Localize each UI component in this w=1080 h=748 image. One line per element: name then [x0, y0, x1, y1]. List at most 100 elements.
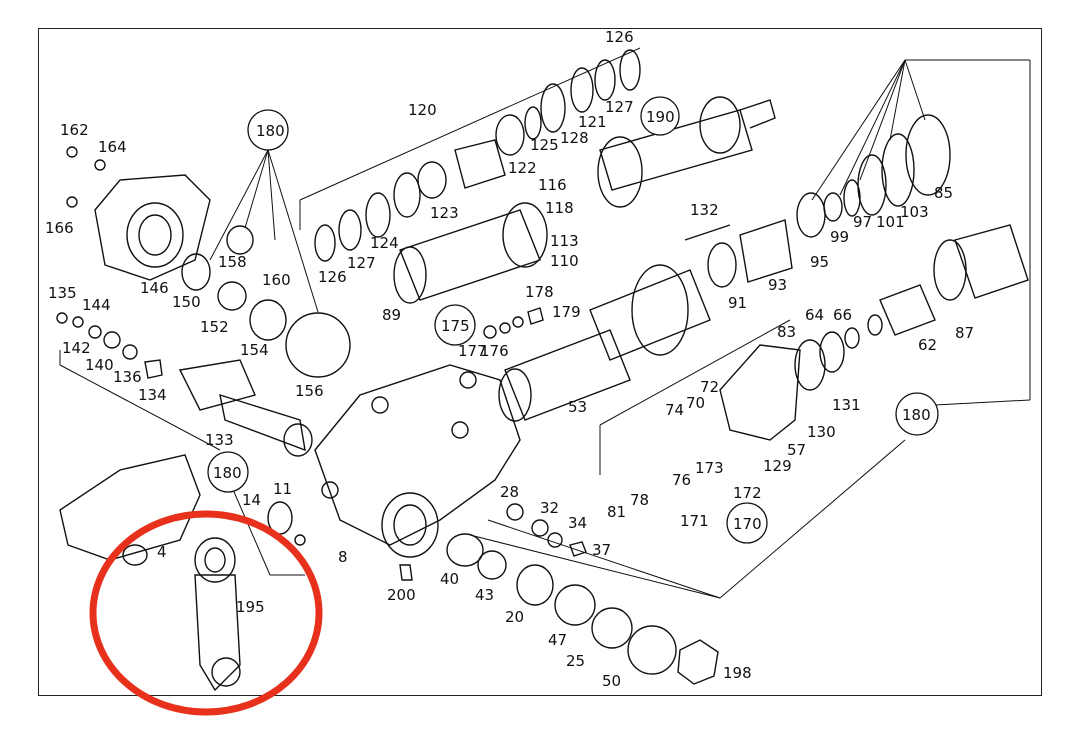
part-label: 28 [500, 483, 519, 501]
part-label: 146 [140, 279, 169, 297]
part-label: 126 [605, 28, 634, 46]
ring-set-right [684, 59, 1031, 400]
part-label: 135 [48, 284, 77, 302]
part-label: 132 [690, 201, 719, 219]
callout-180-right: 180 [895, 392, 939, 436]
part-label: 144 [82, 296, 111, 314]
part-label: 164 [98, 138, 127, 156]
part-label: 172 [733, 484, 762, 502]
part-label: 200 [387, 586, 416, 604]
part-label: 116 [538, 176, 567, 194]
part-label: 85 [934, 184, 953, 202]
sector-shaft-133 [56, 312, 313, 457]
part-label: 162 [60, 121, 89, 139]
pitman-arm-195 [194, 477, 306, 692]
part-label: 118 [545, 199, 574, 217]
cover-group-146 [66, 146, 351, 378]
part-label: 91 [728, 294, 747, 312]
part-label: 158 [218, 253, 247, 271]
part-label: 150 [172, 293, 201, 311]
part-label: 40 [440, 570, 459, 588]
part-label: 103 [900, 203, 929, 221]
part-label: 72 [700, 378, 719, 396]
part-label: 101 [876, 213, 905, 231]
part-label: 152 [200, 318, 229, 336]
part-label: 25 [566, 652, 585, 670]
part-label: 66 [833, 306, 852, 324]
part-label: 178 [525, 283, 554, 301]
part-label: 14 [242, 491, 261, 509]
piston-89 [393, 202, 548, 304]
part-label: 76 [672, 471, 691, 489]
svg-text:170: 170 [733, 515, 762, 533]
bearing-group-120 [299, 47, 641, 262]
part-label: 57 [787, 441, 806, 459]
part-label: 32 [540, 499, 559, 517]
part-labels: 126 120 127 121 128 125 122 116 118 113 … [45, 28, 974, 690]
part-label: 173 [695, 459, 724, 477]
part-label: 125 [530, 136, 559, 154]
part-label: 70 [686, 394, 705, 412]
part-label: 43 [475, 586, 494, 604]
part-label: 130 [807, 423, 836, 441]
pump-assembly [59, 454, 201, 566]
part-label: 93 [768, 276, 787, 294]
part-label: 120 [408, 101, 437, 119]
part-label: 176 [480, 342, 509, 360]
part-label: 95 [810, 253, 829, 271]
part-label: 53 [568, 398, 587, 416]
part-label: 179 [552, 303, 581, 321]
input-shaft-assembly [597, 96, 776, 208]
steering-gear-housing [314, 364, 521, 558]
part-label: 121 [578, 113, 607, 131]
highlight-circle [89, 510, 323, 716]
part-label: 195 [236, 598, 265, 616]
part-label: 97 [853, 213, 872, 231]
part-label: 142 [62, 339, 91, 357]
part-label: 34 [568, 514, 587, 532]
part-label: 140 [85, 356, 114, 374]
part-label: 177 [458, 342, 487, 360]
svg-text:180: 180 [256, 122, 285, 140]
part-label: 62 [918, 336, 937, 354]
part-label: 4 [157, 543, 167, 561]
callout-170: 170 [726, 502, 768, 544]
part-label: 50 [602, 672, 621, 690]
valve-group-175 [483, 307, 544, 339]
part-label: 74 [665, 401, 684, 419]
part-label: 124 [370, 234, 399, 252]
part-label: 37 [592, 541, 611, 559]
part-label: 81 [607, 503, 626, 521]
part-label: 20 [505, 608, 524, 626]
callout-190: 190 [640, 96, 680, 136]
svg-text:180: 180 [902, 406, 931, 424]
part-label: 126 [318, 268, 347, 286]
lower-parts-group [399, 439, 906, 685]
part-label: 99 [830, 228, 849, 246]
part-label: 110 [550, 252, 579, 270]
part-label: 133 [205, 431, 234, 449]
part-label: 8 [338, 548, 348, 566]
end-cover-group-83 [599, 224, 1031, 475]
part-label: 129 [763, 457, 792, 475]
svg-text:180: 180 [213, 464, 242, 482]
part-label: 134 [138, 386, 167, 404]
part-label: 171 [680, 512, 709, 530]
part-label: 154 [240, 341, 269, 359]
part-label: 160 [262, 271, 291, 289]
part-label: 83 [777, 323, 796, 341]
part-label: 78 [630, 491, 649, 509]
svg-text:190: 190 [646, 108, 675, 126]
part-label: 198 [723, 664, 752, 682]
callout-175: 175 [434, 304, 476, 346]
part-label: 156 [295, 382, 324, 400]
part-label: 127 [605, 98, 634, 116]
part-label: 131 [832, 396, 861, 414]
part-label: 136 [113, 368, 142, 386]
part-label: 87 [955, 324, 974, 342]
part-label: 122 [508, 159, 537, 177]
part-label: 64 [805, 306, 824, 324]
part-label: 123 [430, 204, 459, 222]
part-label: 166 [45, 219, 74, 237]
